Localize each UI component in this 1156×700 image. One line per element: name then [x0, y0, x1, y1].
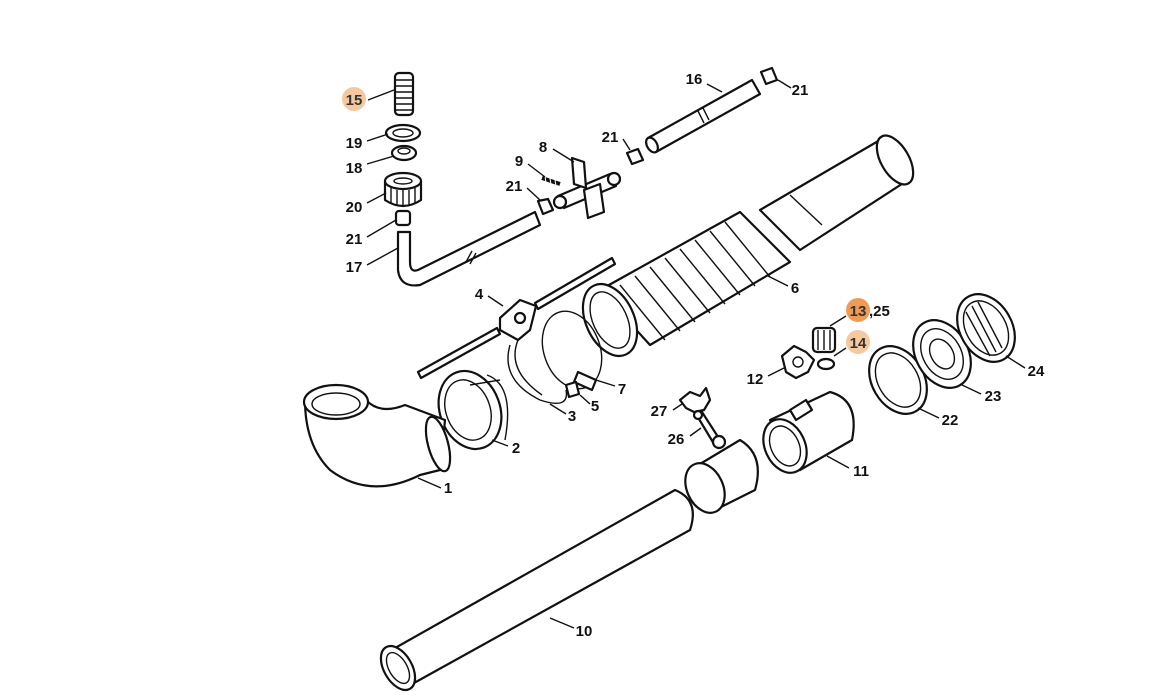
- part-21-fitting[interactable]: [625, 147, 645, 166]
- part-4-clamp-holder[interactable]: [498, 298, 538, 342]
- part-7-clamp-ring[interactable]: [532, 303, 612, 397]
- part-9-screw[interactable]: [541, 175, 561, 187]
- label-26[interactable]: 26: [668, 431, 685, 448]
- part-13-knob[interactable]: [811, 326, 837, 354]
- part-1-elbow[interactable]: [302, 383, 455, 488]
- part-19-washer[interactable]: [384, 123, 422, 143]
- label-21-left[interactable]: 21: [346, 231, 363, 248]
- part-27-star-nut[interactable]: [678, 386, 712, 414]
- part-23-screen[interactable]: [901, 310, 982, 398]
- part-5-screw[interactable]: [564, 380, 581, 399]
- label-21-upper[interactable]: 21: [602, 129, 619, 146]
- part-10-blower-tube[interactable]: [374, 488, 694, 696]
- part-15-strainer[interactable]: [393, 71, 415, 117]
- part-8-tee-fitting[interactable]: [552, 156, 622, 220]
- label-6[interactable]: 6: [791, 280, 799, 297]
- label-4[interactable]: 4: [475, 286, 484, 303]
- part-16-tube[interactable]: [644, 78, 762, 154]
- label-21-right[interactable]: 21: [792, 82, 809, 99]
- tube-clamp-sleeve[interactable]: [678, 434, 759, 519]
- part-18-seal[interactable]: [390, 144, 418, 162]
- part-3-clamp[interactable]: [507, 339, 568, 404]
- threaded-rod-lower: [416, 326, 502, 380]
- label-27[interactable]: 27: [651, 403, 668, 420]
- label-8[interactable]: 8: [539, 139, 547, 156]
- label-16[interactable]: 16: [686, 71, 703, 88]
- threaded-rod-upper: [533, 256, 617, 311]
- label-9[interactable]: 9: [515, 153, 523, 170]
- label-3[interactable]: 3: [568, 408, 576, 425]
- part-14-washer[interactable]: [816, 357, 836, 371]
- highlight-13-marker: [846, 298, 870, 322]
- part-17-hose[interactable]: [396, 210, 542, 287]
- highlight-15-marker: [342, 87, 366, 111]
- part-21-fitting[interactable]: [394, 209, 412, 227]
- part-20-nut[interactable]: [383, 171, 423, 208]
- label-17[interactable]: 17: [346, 259, 363, 276]
- part-21-fitting[interactable]: [536, 197, 555, 216]
- label-21-mid[interactable]: 21: [506, 178, 523, 195]
- label-12[interactable]: 12: [747, 371, 764, 388]
- label-2[interactable]: 2: [512, 440, 520, 457]
- label-11[interactable]: 11: [853, 463, 869, 480]
- label-13[interactable]: 13: [850, 303, 867, 320]
- label-23[interactable]: 23: [985, 388, 1002, 405]
- part-24-screen[interactable]: [945, 284, 1026, 372]
- label-18[interactable]: 18: [346, 160, 363, 177]
- label-1[interactable]: 1: [444, 480, 452, 497]
- part-12-star-knob[interactable]: [780, 344, 816, 380]
- label-22[interactable]: 22: [942, 412, 959, 429]
- part-2-sleeve[interactable]: [428, 362, 512, 458]
- highlight-14-marker: [846, 330, 870, 354]
- label-7[interactable]: 7: [618, 381, 626, 398]
- part-21-fitting[interactable]: [759, 66, 779, 86]
- label-14[interactable]: 14: [850, 335, 867, 352]
- label-24[interactable]: 24: [1028, 363, 1045, 380]
- part-6-bellows-tube[interactable]: [572, 130, 920, 365]
- part-11-nozzle[interactable]: [755, 390, 855, 480]
- label-15[interactable]: 15: [346, 92, 363, 109]
- label-19[interactable]: 19: [346, 135, 363, 152]
- label-20[interactable]: 20: [346, 199, 363, 216]
- label-13-suffix: ,25: [869, 303, 890, 320]
- label-10[interactable]: 10: [576, 623, 593, 640]
- label-5[interactable]: 5: [591, 398, 599, 415]
- leader-lines: [366, 79, 1026, 629]
